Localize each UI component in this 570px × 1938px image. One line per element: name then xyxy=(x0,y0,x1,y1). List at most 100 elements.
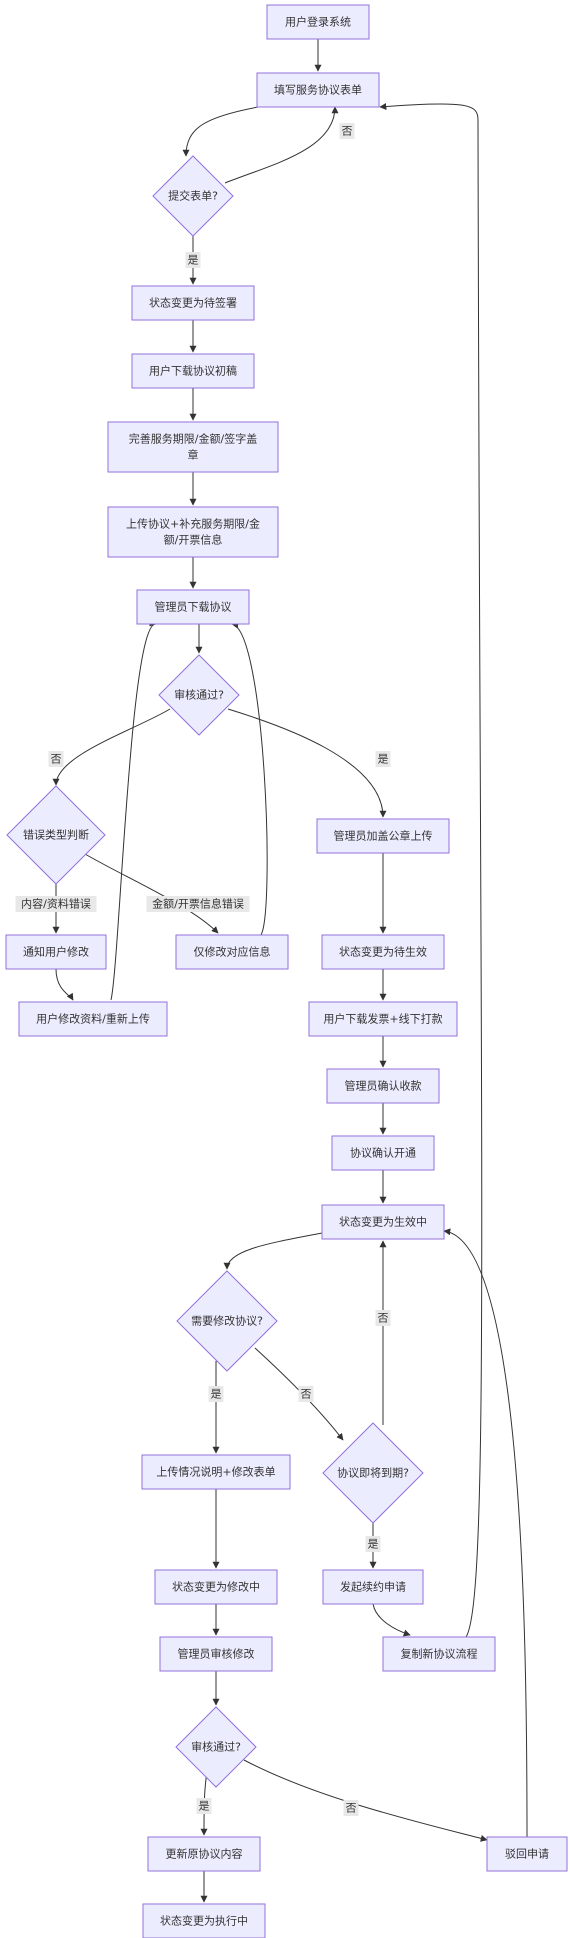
process-node: 状态变更为修改中 xyxy=(154,1569,278,1605)
edge-label: 否 xyxy=(339,123,355,139)
node-label: 状态变更为待签署 xyxy=(149,296,237,310)
process-node: 状态变更为生效中 xyxy=(321,1204,445,1240)
edge-label: 否 xyxy=(343,1800,359,1816)
edge-label-text: 是 xyxy=(199,1800,210,1813)
edge-label-bg xyxy=(365,1536,381,1552)
edge-label-text: 否 xyxy=(51,753,62,766)
process-box xyxy=(266,4,370,40)
node-label: 填写服务协议表单 xyxy=(274,83,362,97)
edge-label-bg xyxy=(375,1310,391,1326)
edge-label-bg xyxy=(196,1798,212,1814)
process-node: 更新原协议内容 xyxy=(147,1836,261,1872)
process-box xyxy=(147,1836,261,1872)
process-node: 用户下载发票+线下打款 xyxy=(308,1001,458,1037)
node-label: 管理员加盖公章上传 xyxy=(334,829,433,843)
edge-label-bg xyxy=(343,1800,359,1816)
flow-arrow xyxy=(223,1232,323,1270)
edge-label: 否 xyxy=(48,751,64,767)
node-label: 上传情况说明+修改表单 xyxy=(156,1465,275,1479)
decision-diamond xyxy=(158,654,240,736)
flow-arrow xyxy=(379,103,483,1638)
node-label: 复制新协议流程 xyxy=(401,1647,478,1661)
process-box xyxy=(18,1001,168,1037)
flow-arrow xyxy=(372,1603,411,1637)
decision-node: 审核通过? xyxy=(175,1706,257,1788)
process-box xyxy=(142,1903,266,1938)
process-box xyxy=(131,285,255,321)
node-label: 管理员下载协议 xyxy=(155,600,232,614)
process-node: 管理员下载协议 xyxy=(136,589,250,625)
decision-diamond xyxy=(176,1270,278,1372)
edge-label-bg xyxy=(375,751,391,767)
node-label: 用户修改资料/重新上传 xyxy=(36,1012,150,1026)
decision-node: 提交表单? xyxy=(152,155,234,237)
decision-node: 审核通过? xyxy=(158,654,240,736)
process-box xyxy=(321,1204,445,1240)
process-box xyxy=(256,72,380,108)
edge-label-bg xyxy=(208,1386,224,1402)
decision-diamond xyxy=(152,155,234,237)
process-box xyxy=(321,934,445,970)
process-node: 状态变更为执行中 xyxy=(142,1903,266,1938)
decision-node: 协议即将到期? xyxy=(322,1422,424,1524)
process-node: 上传情况说明+修改表单 xyxy=(141,1454,291,1490)
node-label: 通知用户修改 xyxy=(23,945,89,959)
flow-arrow xyxy=(227,708,387,818)
edge-label: 是 xyxy=(365,1536,381,1552)
edge-label: 内容/资料错误 xyxy=(15,896,97,912)
process-node: 协议确认开通 xyxy=(331,1135,435,1171)
process-box xyxy=(175,934,289,970)
edge-label-bg xyxy=(185,252,201,268)
node-label: 协议即将到期? xyxy=(337,1466,409,1480)
edge-label: 否 xyxy=(375,1310,391,1326)
process-node: 驳回申请 xyxy=(486,1836,568,1872)
process-node: 仅修改对应信息 xyxy=(175,934,289,970)
edge-label-text: 否 xyxy=(346,1802,357,1815)
node-label: 状态变更为待生效 xyxy=(339,945,427,959)
edge-label-text: 是 xyxy=(211,1388,222,1401)
edge-label: 是 xyxy=(375,751,391,767)
node-label: 协议确认开通 xyxy=(350,1146,416,1160)
process-node: 通知用户修改 xyxy=(5,934,107,970)
node-label: 提交表单? xyxy=(168,189,218,203)
process-node: 用户下载协议初稿 xyxy=(131,353,255,389)
decision-node: 错误类型判断 xyxy=(6,785,106,885)
node-label: 审核通过? xyxy=(191,1740,241,1754)
edge-label-text: 是 xyxy=(378,753,389,766)
flow-arrow xyxy=(243,1759,488,1842)
process-node: 用户登录系统 xyxy=(266,4,370,40)
process-box xyxy=(486,1836,568,1872)
process-box xyxy=(107,506,279,558)
edge-label-text: 否 xyxy=(342,125,353,138)
edge-label-text: 是 xyxy=(188,254,199,267)
flow-arrow xyxy=(110,619,157,1001)
node-label: 额/开票信息 xyxy=(164,533,223,547)
process-node: 填写服务协议表单 xyxy=(256,72,380,108)
flow-arrow xyxy=(84,853,219,934)
process-box xyxy=(316,818,450,854)
node-label: 状态变更为执行中 xyxy=(160,1914,248,1928)
node-label: 管理员确认收款 xyxy=(345,1079,422,1093)
node-label: 管理员审核修改 xyxy=(178,1647,255,1661)
node-label: 发起续约申请 xyxy=(340,1580,406,1594)
node-label: 上传协议+补充服务期限/金 xyxy=(126,517,260,531)
node-label: 更新原协议内容 xyxy=(166,1847,243,1861)
process-box xyxy=(331,1135,435,1171)
process-box xyxy=(141,1454,291,1490)
process-node: 复制新协议流程 xyxy=(382,1636,496,1672)
node-label: 用户下载发票+线下打款 xyxy=(323,1012,442,1026)
process-node: 状态变更为待签署 xyxy=(131,285,255,321)
edge-label: 否 xyxy=(298,1386,314,1402)
process-node: 上传协议+补充服务期限/金额/开票信息 xyxy=(107,506,279,558)
node-label: 状态变更为修改中 xyxy=(172,1580,260,1594)
process-box xyxy=(154,1569,278,1605)
flow-arrow xyxy=(231,621,268,936)
edge-label-text: 否 xyxy=(378,1312,389,1325)
process-box xyxy=(131,353,255,389)
edge-label-text: 内容/资料错误 xyxy=(21,897,91,911)
flow-arrow xyxy=(443,1228,528,1838)
node-label: 状态变更为生效中 xyxy=(339,1215,427,1229)
process-node: 管理员确认收款 xyxy=(326,1068,440,1104)
